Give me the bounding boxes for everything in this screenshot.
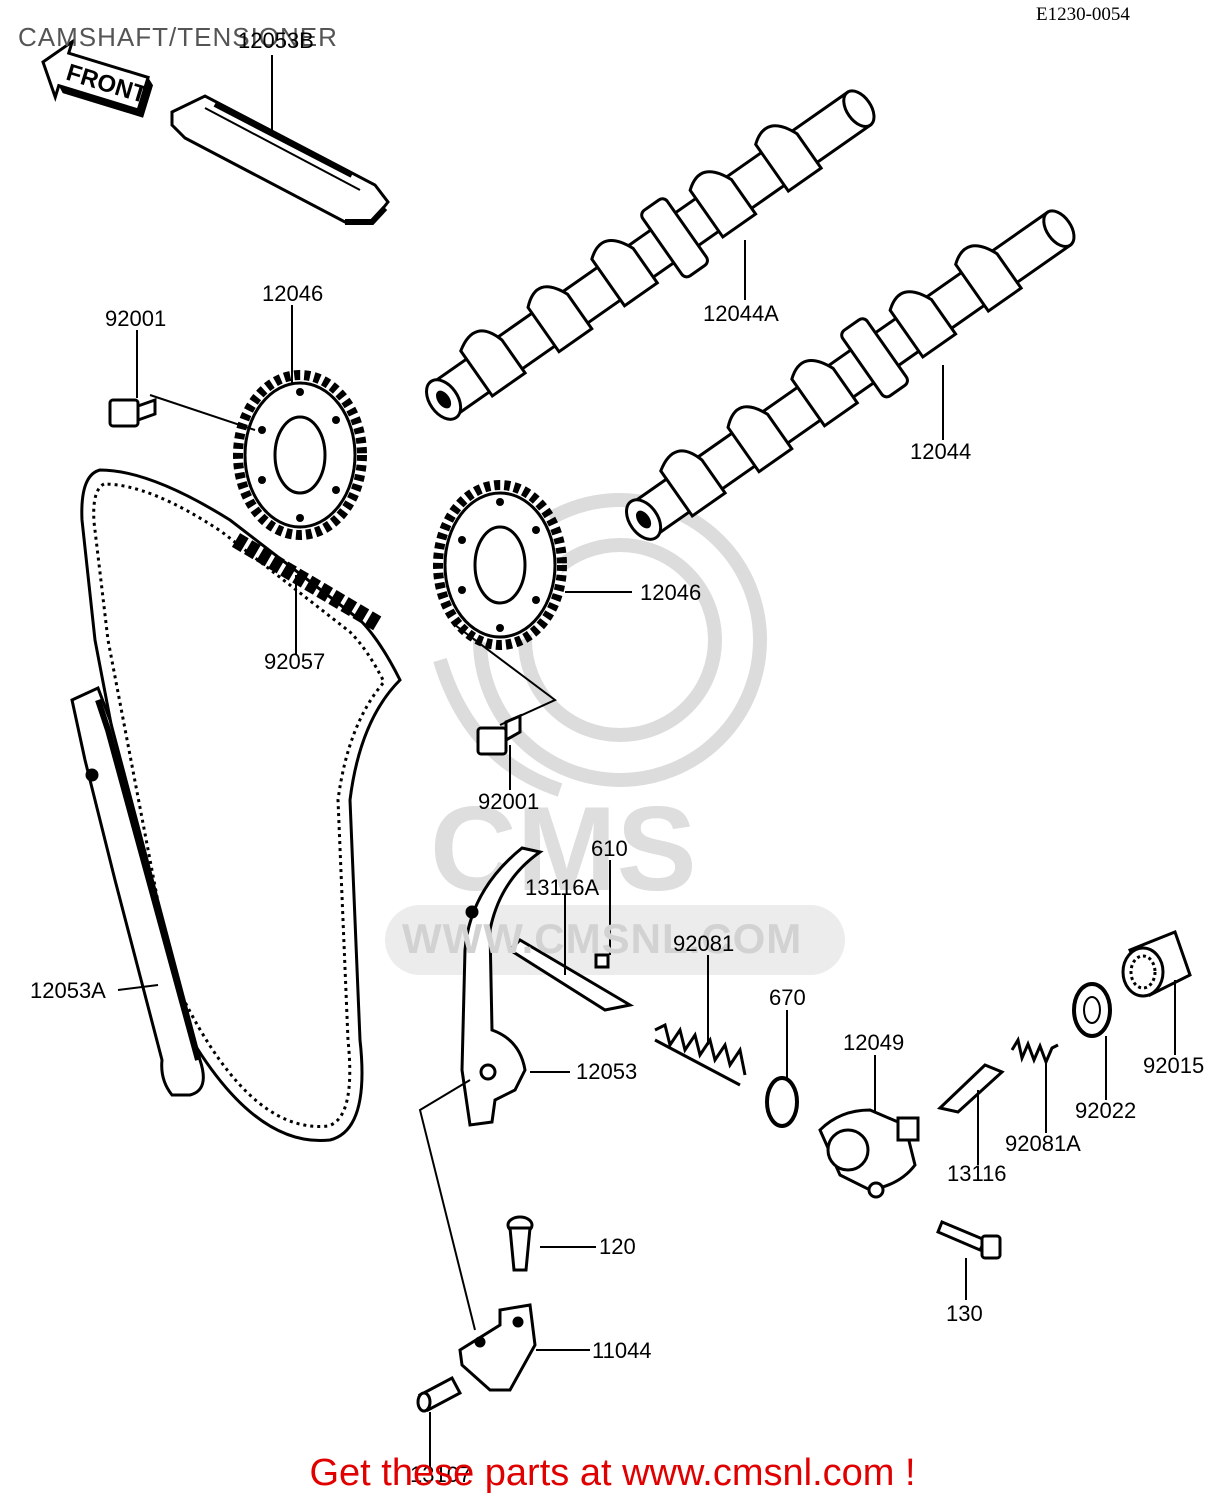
part-label-610[interactable]: 610 [591, 836, 628, 861]
watermark-url: WWW.CMSNL.COM [402, 915, 803, 962]
watermark-logo: CMS [385, 493, 845, 975]
part-label-13116a[interactable]: 13116A [525, 875, 600, 900]
tensioner-cap [1121, 930, 1192, 998]
part-label-12053a[interactable]: 12053A [30, 978, 106, 1003]
part-label-670[interactable]: 670 [769, 985, 806, 1010]
part-label-92057[interactable]: 92057 [264, 649, 326, 674]
tensioner-spring [654, 1022, 747, 1087]
part-label-92001[interactable]: 92001 [105, 306, 167, 331]
part-label-92081[interactable]: 92081 [673, 931, 735, 956]
leader-lines [117, 55, 1176, 1470]
camshaft-exhaust [425, 89, 876, 421]
watermark-logo-text: CMS [430, 782, 697, 916]
page-title: CAMSHAFT/TENSIONER [18, 22, 338, 52]
tensioner-small-spring [1010, 1036, 1059, 1067]
chain-guide-upper [170, 94, 390, 225]
part-label-12046-lower[interactable]: 12046 [640, 580, 702, 605]
cam-sprocket-upper [233, 370, 367, 540]
part-label-12044[interactable]: 12044 [910, 439, 972, 464]
part-label-120[interactable]: 120 [599, 1234, 636, 1259]
tensioner-mount-bolt [936, 1220, 1002, 1260]
part-label-13116[interactable]: 13116 [947, 1161, 1007, 1186]
guide-bracket-bolt [506, 1215, 534, 1272]
o-ring [765, 1076, 799, 1128]
part-label-92081a[interactable]: 92081A [1005, 1131, 1081, 1156]
part-label-92001-lower[interactable]: 92001 [478, 789, 540, 814]
washer [1072, 982, 1112, 1038]
sprocket-bolt-upper [108, 397, 157, 428]
sprocket-bolt-lower [476, 713, 522, 756]
part-label-92015[interactable]: 92015 [1143, 1053, 1205, 1078]
shop-banner[interactable]: Get these parts at www.cmsnl.com ! [309, 1452, 916, 1494]
tensioner-push-rod [936, 1063, 1005, 1114]
part-label-12053[interactable]: 12053 [576, 1059, 638, 1084]
part-label-92022[interactable]: 92022 [1075, 1098, 1137, 1123]
chain-guide-front [70, 685, 205, 1097]
part-label-11044[interactable]: 11044 [592, 1338, 652, 1363]
guide-bracket [458, 1303, 537, 1392]
part-label-130[interactable]: 130 [946, 1301, 983, 1326]
cam-sprocket-lower [433, 480, 567, 650]
part-label-12049[interactable]: 12049 [843, 1030, 905, 1055]
part-label-12044a[interactable]: 12044A [703, 301, 779, 326]
part-label-12053b[interactable]: 12053B [238, 28, 314, 53]
part-label-12046[interactable]: 12046 [262, 281, 324, 306]
drawing-code: E1230-0054 [1036, 4, 1130, 25]
tensioner-pivot-pin [507, 938, 635, 1012]
tensioner-body [818, 1108, 920, 1199]
tensioner-guide [460, 846, 544, 1127]
part-label-13107[interactable]: 13107 [410, 1462, 472, 1487]
dowel-pin [416, 1375, 463, 1413]
camshaft-intake [625, 209, 1076, 541]
